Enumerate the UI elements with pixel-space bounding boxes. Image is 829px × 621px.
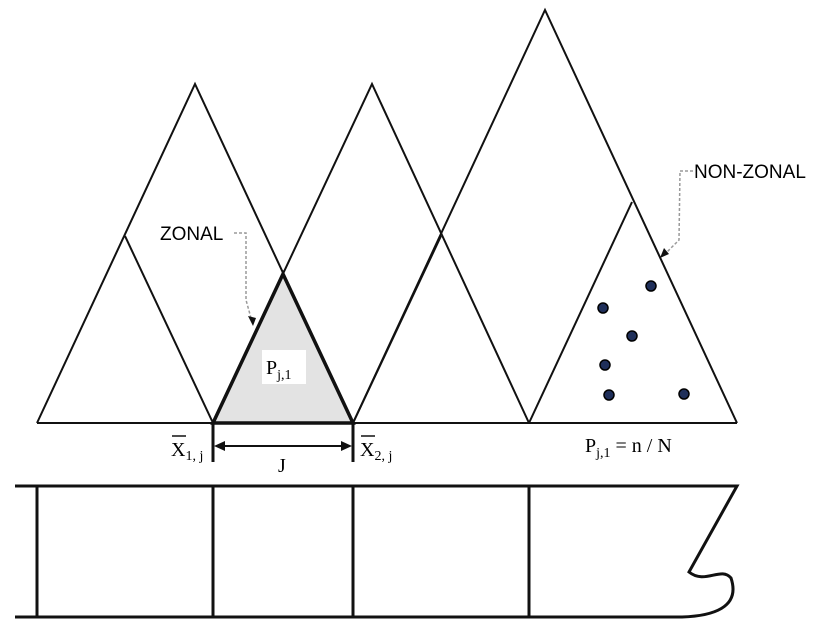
sample-point <box>603 389 615 401</box>
sample-point <box>626 330 638 342</box>
x2-main: X <box>360 439 375 461</box>
non-zonal-label: NON-ZONAL <box>694 162 806 183</box>
width-arrow-left-head <box>214 441 225 451</box>
x1-sub: 1, j <box>185 449 203 464</box>
zonal-probability-label: Pj,1 <box>266 357 292 383</box>
x2-sub: 2, j <box>374 449 392 464</box>
triangle-network <box>36 7 738 424</box>
width-label: J <box>278 455 286 477</box>
formula-sub: j,1 <box>595 446 610 461</box>
lower-strip <box>15 484 740 619</box>
strip-outline <box>15 484 740 619</box>
zonal-leader-arrowhead <box>248 316 256 326</box>
sample-point <box>678 388 690 400</box>
inner-edge-right <box>528 201 633 424</box>
non-zonal-formula: Pj,1 = n / N <box>585 435 672 461</box>
sample-point <box>599 359 611 371</box>
x1-label: X1, j <box>171 439 203 464</box>
p-label-box <box>262 350 306 384</box>
large-triangle-right <box>352 7 738 424</box>
p-sub: j,1 <box>276 368 291 383</box>
formula-main: P <box>585 435 596 457</box>
non-zonal-leader-line <box>666 170 693 253</box>
p-main: P <box>266 357 277 379</box>
sample-point <box>645 280 657 292</box>
x2-label: X2, j <box>360 439 392 464</box>
formula-rest: = n / N <box>611 435 672 457</box>
sample-points <box>597 280 690 401</box>
x1-main: X <box>171 439 186 461</box>
zonal-triangle <box>210 269 356 425</box>
zonal-label: ZONAL <box>160 224 223 245</box>
zonal-leader-line <box>234 232 252 319</box>
interval-markers <box>211 423 355 462</box>
inner-edge-left <box>124 235 214 424</box>
width-arrow-right-head <box>341 441 352 451</box>
sample-point <box>597 302 609 314</box>
non-zonal-leader-arrowhead <box>660 248 669 258</box>
inner-edge-middle <box>352 235 442 424</box>
